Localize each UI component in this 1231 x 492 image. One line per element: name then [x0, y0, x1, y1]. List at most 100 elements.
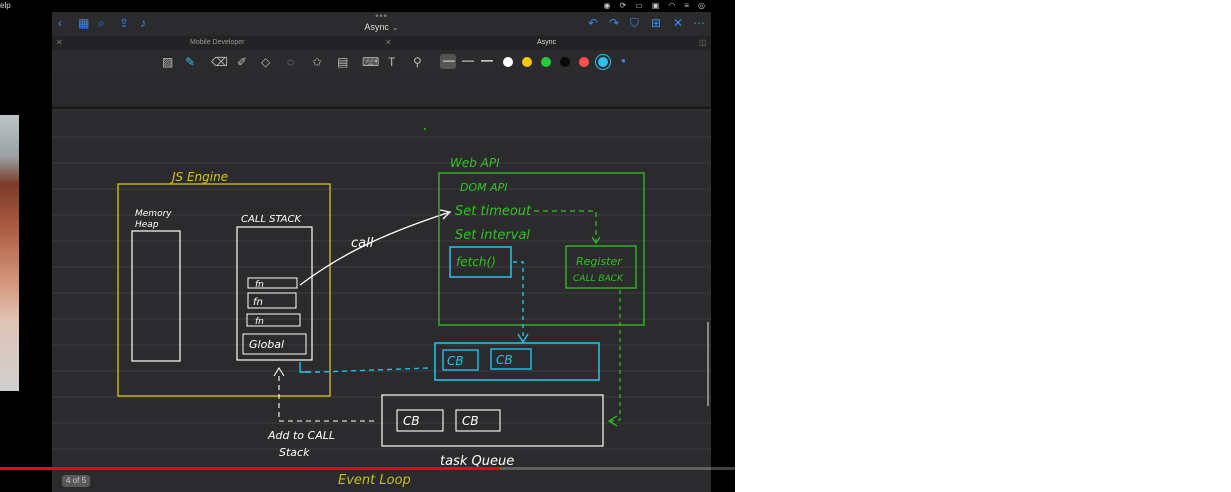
set-timeout-label: Set timeout [455, 204, 532, 219]
highlighter-icon[interactable]: ✐ [237, 55, 248, 69]
call-label: call [351, 236, 374, 251]
task-item-label: CB [403, 414, 420, 428]
color-swatch[interactable] [541, 57, 551, 67]
register-arrowhead [607, 415, 618, 427]
menubar-sync-icon[interactable]: ⟳ [619, 1, 627, 10]
stack-frame-label: Global [249, 338, 284, 351]
color-swatch[interactable] [503, 57, 513, 67]
task-queue-box [381, 394, 604, 447]
task-to-stack-arrow [278, 374, 374, 422]
close-pen-icon[interactable]: ✕ [673, 16, 684, 30]
stroke-thick-icon[interactable]: — [481, 53, 493, 67]
web-api-label: Web API [450, 156, 500, 170]
app-menu-name: elp [0, 1, 11, 10]
drawing-toolbar: ▨ ✎ ⌫ ✐ ◇ ◌ ✩ ▤ ⌨ T ⚲ — — — ● [52, 50, 711, 74]
color-swatch[interactable] [560, 57, 570, 67]
event-loop-label: Event Loop [338, 473, 411, 488]
notes-app-window: ‹ ▦ ⌕ ⇪ ♪ ••• Async⌄ ↶ ↷ ⛉ ⊞ ✕ ⋯ ✕ Mobil… [52, 12, 711, 492]
stroke-thin-button[interactable] [440, 54, 456, 69]
timeout-to-register-arrow [534, 210, 597, 241]
keyboard-icon[interactable]: ⌨ [362, 55, 380, 69]
search-icon[interactable]: ⌕ [98, 16, 105, 30]
color-picker-icon[interactable]: ● [621, 56, 626, 65]
bookmark-icon[interactable]: ⛉ [630, 16, 640, 30]
fetch-label: fetch() [456, 255, 496, 269]
call-arrow [299, 211, 451, 286]
more-icon[interactable]: ⋯ [693, 16, 705, 30]
register-to-task-arrow [609, 290, 621, 422]
timeout-arrowhead [591, 236, 601, 245]
stack-frame [247, 292, 297, 309]
stack-frame [247, 277, 298, 289]
stack-frame-label: fn [255, 280, 264, 290]
share-icon[interactable]: ⇪ [119, 16, 130, 30]
stray-dot [424, 128, 426, 130]
chevron-down-icon: ⌄ [391, 23, 399, 32]
task-item [455, 409, 501, 432]
register-box [565, 245, 637, 289]
os-menubar: elp ◉ ⟳ ▭ ▣ ◠ ≡ ◎ [0, 0, 735, 12]
call-arrowhead [439, 209, 452, 220]
microtask-item-label: CB [496, 353, 513, 367]
dom-api-label: DOM API [460, 181, 508, 194]
task-item-label: CB [462, 414, 479, 428]
register-label: Register [576, 255, 623, 268]
task-queue-label: task Queue [440, 454, 514, 469]
whiteboard-drawing: JS Engine Memory Heap CALL STACK fn fn f… [52, 106, 711, 488]
memory-heap-label-2: Heap [135, 220, 159, 230]
video-frame: elp ◉ ⟳ ▭ ▣ ◠ ≡ ◎ ‹ ▦ ⌕ ⇪ ♪ ••• Async⌄ ↶… [0, 0, 735, 492]
add-page-icon[interactable]: ⊞ [651, 16, 662, 30]
redo-icon[interactable]: ↷ [609, 16, 620, 30]
fetch-box [449, 246, 512, 278]
video-progress-bar[interactable] [0, 467, 735, 470]
back-icon[interactable]: ‹ [58, 16, 62, 30]
stroke-thin-icon: — [443, 53, 455, 67]
text-icon[interactable]: T [388, 55, 396, 69]
multitask-dots-icon[interactable]: ••• [375, 11, 388, 21]
task-item [396, 409, 444, 432]
fetch-to-queue-arrow [513, 261, 524, 340]
split-view-icon[interactable]: ◫ [699, 38, 707, 47]
tab-close-icon[interactable]: ✕ [385, 38, 392, 47]
image-icon[interactable]: ▨ [162, 55, 174, 69]
sticker-icon[interactable]: ✩ [312, 55, 323, 69]
stack-frame-global [242, 333, 307, 355]
shapes-icon[interactable]: ◇ [261, 55, 271, 69]
laser-icon[interactable]: ⚲ [413, 55, 422, 69]
stroke-medium-icon[interactable]: — [462, 53, 474, 67]
menubar-extension-icon[interactable]: ◉ [603, 1, 611, 10]
task-to-stack-arrowhead [273, 366, 285, 377]
tab-async[interactable]: Async [537, 39, 557, 46]
video-progress-fill [0, 467, 500, 470]
tab-close-icon[interactable]: ✕ [56, 38, 63, 47]
photo-icon[interactable]: ▤ [337, 55, 349, 69]
lasso-icon[interactable]: ◌ [287, 55, 295, 69]
call-stack-label: CALL STACK [241, 214, 303, 225]
add-to-stack-label-2: Stack [279, 446, 310, 459]
menubar-camera-icon[interactable]: ▣ [651, 1, 660, 10]
eraser-icon[interactable]: ⌫ [211, 55, 228, 69]
microtask-item [442, 349, 479, 371]
microphone-icon[interactable]: ♪ [140, 16, 146, 30]
thumbnails-icon[interactable]: ▦ [78, 16, 90, 30]
register-label-2: CALL BACK [573, 274, 624, 284]
memory-heap-box [131, 230, 181, 362]
memory-heap-label: Memory [135, 209, 172, 219]
page-indicator: 4 of 5 [62, 475, 91, 487]
tab-mobile-developer[interactable]: Mobile Developer [190, 39, 245, 46]
pen-icon[interactable]: ✎ [185, 55, 196, 69]
color-swatch[interactable] [522, 57, 532, 67]
siri-icon[interactable]: ◎ [698, 1, 705, 10]
status-tray: ◉ ⟳ ▭ ▣ ◠ ≡ ◎ [604, 1, 705, 10]
control-center-icon[interactable]: ≡ [684, 1, 690, 10]
menubar-screen-icon[interactable]: ▭ [635, 1, 643, 10]
webcam-overlay [0, 115, 19, 391]
undo-icon[interactable]: ↶ [588, 16, 599, 30]
document-title[interactable]: Async⌄ [364, 22, 399, 32]
color-swatch-selected[interactable] [598, 57, 608, 67]
microtask-item-label: CB [447, 354, 464, 368]
stack-frame [246, 313, 301, 327]
color-swatch[interactable] [579, 57, 589, 67]
set-interval-label: Set interval [455, 228, 530, 243]
wifi-icon[interactable]: ◠ [668, 1, 676, 10]
